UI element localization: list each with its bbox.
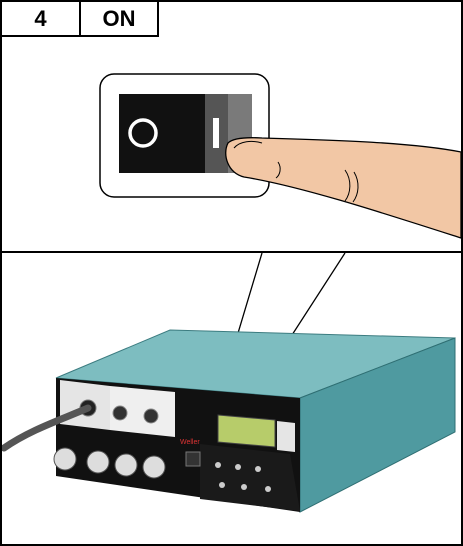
display-nav-buttons — [277, 421, 295, 452]
step-label: ON — [79, 0, 159, 37]
section-divider — [0, 251, 463, 253]
connector-1 — [113, 406, 127, 420]
step-number: 4 — [0, 0, 81, 37]
connector-2 — [144, 409, 158, 423]
power-switch-location — [186, 452, 200, 466]
lcd-display — [218, 415, 275, 447]
control-panel — [200, 444, 300, 511]
on-symbol — [213, 118, 219, 148]
brand-logo: Weller — [180, 439, 200, 446]
